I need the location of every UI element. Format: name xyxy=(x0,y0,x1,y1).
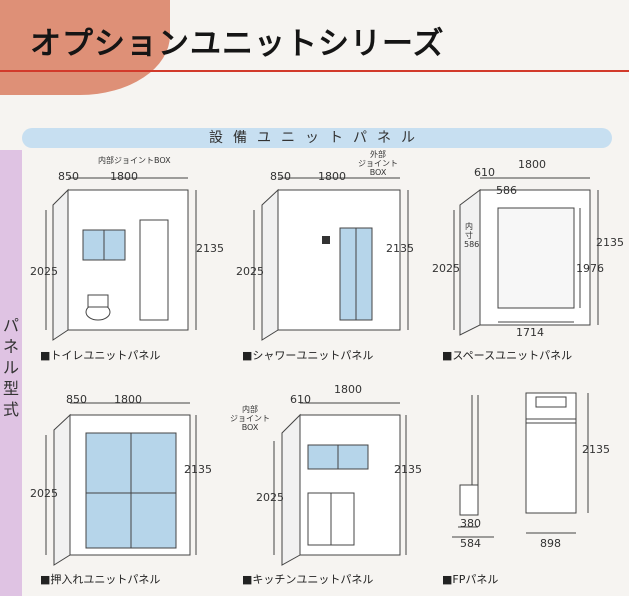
dim-height-inner: 2025 xyxy=(30,487,58,500)
dim-depth: 610 xyxy=(474,166,495,179)
fp-diagram xyxy=(452,392,589,538)
panel-toilet: 850 1800 内部ジョイントBOX 2135 2025 ■トイレユニットパネ… xyxy=(28,150,228,370)
dim-height-inner: 2025 xyxy=(432,262,460,275)
panel-kitchen: 610 1800 内部 ジョイント BOX 2135 2025 ■キッチンユニッ… xyxy=(230,375,430,595)
dim-height-inner: 2025 xyxy=(256,491,284,504)
dim-width: 1800 xyxy=(114,393,142,406)
toilet-diagram xyxy=(45,177,197,341)
shower-diagram xyxy=(253,177,409,341)
dim-width: 1800 xyxy=(110,170,138,183)
title-underline xyxy=(0,70,629,72)
joint-box-label: 外部 ジョイント BOX xyxy=(358,150,398,177)
dim-inner-depth: 586 xyxy=(496,184,517,197)
dim-width: 1800 xyxy=(318,170,346,183)
dim-height-outer: 2135 xyxy=(596,236,624,249)
space-diagram xyxy=(453,177,599,336)
panel-caption: ■FPパネル xyxy=(442,573,499,586)
panel-caption: ■トイレユニットパネル xyxy=(40,349,161,362)
panel-space: 610 1800 586 内寸586 2135 1976 2025 1714 ■… xyxy=(430,150,629,370)
dim-width: 898 xyxy=(540,537,561,550)
side-category-label: パネル型式 xyxy=(2,316,19,419)
dim-height-inner: 2025 xyxy=(236,265,264,278)
dim-small-width: 380 xyxy=(460,517,481,530)
dim-depth: 584 xyxy=(460,537,481,550)
panel-caption: ■シャワーユニットパネル xyxy=(242,349,374,362)
dim-height-outer: 2135 xyxy=(196,242,224,255)
dim-width: 1800 xyxy=(334,383,362,396)
panel-caption: ■スペースユニットパネル xyxy=(442,349,573,362)
panel-caption: ■キッチンユニットパネル xyxy=(242,573,374,586)
dim-depth: 610 xyxy=(290,393,311,406)
dim-width: 1800 xyxy=(518,158,546,171)
panel-fp: 2135 380 584 898 ■FPパネル xyxy=(430,375,629,595)
dim-height-opening: 1976 xyxy=(576,262,604,275)
dim-height-outer: 2135 xyxy=(386,242,414,255)
dim-height-inner: 2025 xyxy=(30,265,58,278)
panel-shower: 850 1800 外部 ジョイント BOX 2135 2025 ■シャワーユニッ… xyxy=(230,150,430,370)
panel-caption: ■押入れユニットパネル xyxy=(40,573,161,586)
dim-height: 2135 xyxy=(582,443,610,456)
panel-closet: 850 1800 2135 2025 ■押入れユニットパネル xyxy=(28,375,228,595)
inner-size-label: 内寸586 xyxy=(464,222,480,249)
dim-height-outer: 2135 xyxy=(184,463,212,476)
dim-height-outer: 2135 xyxy=(394,463,422,476)
closet-diagram xyxy=(45,402,197,566)
dim-depth: 850 xyxy=(66,393,87,406)
dim-depth: 850 xyxy=(270,170,291,183)
kitchen-diagram xyxy=(273,402,407,566)
dim-opening-width: 1714 xyxy=(516,326,544,339)
side-category-tab xyxy=(0,150,22,596)
joint-box-label: 内部ジョイントBOX xyxy=(98,156,171,165)
joint-box-label: 内部 ジョイント BOX xyxy=(230,405,270,432)
section-header: 設備ユニットパネル xyxy=(22,128,612,148)
dim-depth: 850 xyxy=(58,170,79,183)
page-title: オプションユニットシリーズ xyxy=(30,26,445,62)
